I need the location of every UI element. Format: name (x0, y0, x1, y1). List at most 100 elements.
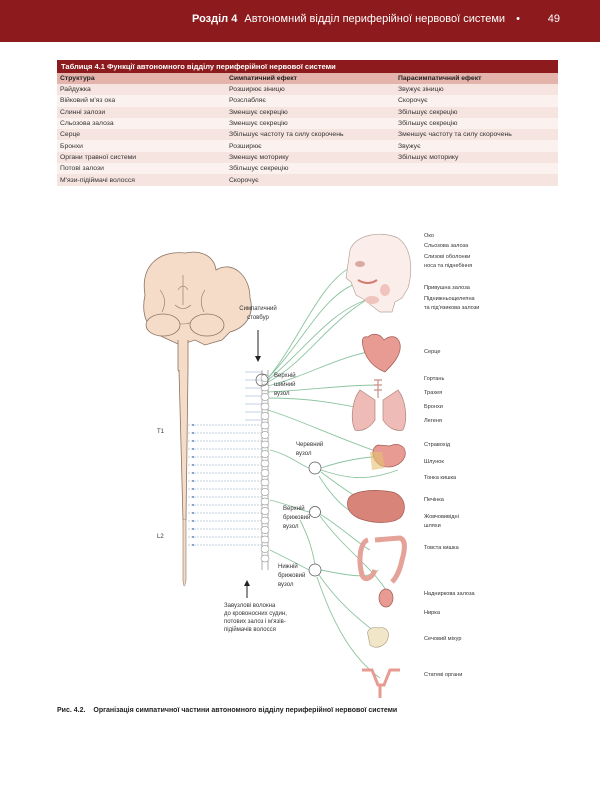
chain-ganglion (260, 507, 270, 515)
postganglionic-label-2: до кровоносних судин, (224, 611, 287, 617)
adrenal-label: Надниркова залоза (424, 591, 476, 597)
lacrimal-label: Сльозова залоза (424, 243, 469, 249)
table-cell: Потові залози (57, 163, 226, 175)
postganglionic-label-3: потових залоз і м'язів- (224, 619, 286, 625)
mucosa-label-1: Слизові оболонки (424, 254, 470, 260)
brain-illustration (143, 251, 252, 587)
table-cell: М'язи-підіймачі волосся (57, 174, 226, 186)
chain-ganglion (260, 450, 270, 458)
table-cell (395, 163, 558, 175)
larynx-label: Гортань (424, 376, 444, 382)
table-cell: Розширює (226, 140, 395, 152)
nerve-fiber (299, 519, 316, 565)
mucosa-label-2: носа та піднебіння (424, 263, 472, 269)
parotid-label: Привушна залоза (424, 285, 471, 291)
table-cell: Збільшує секрецію (226, 163, 395, 175)
organ-illustrations (345, 233, 412, 698)
trachea-illustration (374, 379, 382, 398)
nerve-fiber (269, 549, 310, 571)
table-cell: Розширює зіницю (226, 84, 395, 96)
function-table: Таблиця 4.1 Функції автономного відділу … (57, 60, 558, 186)
heart-label: Серце (424, 349, 441, 355)
column-header: Симпатичний ефект (226, 73, 395, 84)
kidney-illustration (378, 588, 394, 608)
nerve-fiber (269, 449, 310, 469)
page-header: Розділ 4 Автономний відділ периферійної … (0, 0, 600, 42)
table-cell: Збільшує секрецію (395, 117, 558, 130)
bladder-label: Сечовий міхур (424, 635, 462, 642)
chain-ganglion (260, 516, 270, 525)
bladder-illustration (367, 627, 389, 648)
celiac-label-2: вузол (296, 451, 312, 457)
lungs-illustration (351, 389, 407, 431)
root-dot (192, 480, 194, 482)
nerve-fiber (267, 297, 373, 381)
bile-label-1: Жовчовивідні (424, 514, 459, 520)
chain-ganglion (260, 412, 270, 420)
table: Структура Симпатичний ефект Парасимпатич… (57, 73, 558, 186)
nerve-fiber (319, 513, 371, 551)
bullet: • (516, 13, 520, 25)
chain-ganglion (260, 545, 270, 553)
root-dot (192, 504, 194, 506)
sup-mes-label-3: вузол (283, 524, 299, 530)
table-cell: Війковий м'яз ока (57, 95, 226, 107)
table-cell: Райдужка (57, 84, 226, 96)
root-dot (192, 440, 194, 442)
inf-mes-label-3: вузол (278, 582, 294, 588)
nerve-fiber (319, 515, 387, 591)
sympathetic-chain (260, 370, 270, 570)
postganglionic-label-1: Завузлові волокна (224, 603, 276, 609)
kidney-label: Нирка (424, 610, 441, 616)
liver-label: Печінка (424, 497, 445, 503)
small-intestine-label: Тонка кишка (424, 475, 457, 481)
table-cell: Звужує зіницю (395, 84, 558, 96)
liver-illustration (347, 490, 405, 523)
root-dot (192, 464, 194, 466)
nerve-fibers (267, 264, 399, 679)
figure-caption: Рис. 4.2. Організація симпатичної частин… (57, 707, 397, 714)
t1-label: T1 (157, 429, 165, 435)
table-cell: Скорочує (226, 174, 395, 186)
nerve-fiber (267, 281, 363, 379)
column-header: Парасимпатичний ефект (395, 73, 558, 84)
caption-text: Організація симпатичної частини автономн… (93, 707, 398, 714)
eye-label: Око (424, 233, 434, 239)
table-cell: Збільшує частоту та силу скорочень (226, 129, 395, 141)
eye-illustration (355, 261, 365, 267)
table-cell: Зменшує моторику (226, 151, 395, 164)
root-dot (192, 496, 194, 498)
trunk-arrowhead (255, 356, 261, 362)
chapter-label: Розділ 4 (192, 13, 238, 25)
chain-ganglion (260, 488, 270, 496)
bile-label-2: шляхи (424, 523, 441, 529)
cervical-label-3: вузол (274, 391, 290, 397)
root-dot (192, 456, 194, 458)
l2-label: L2 (157, 534, 164, 540)
chain-ganglion (260, 526, 270, 534)
root-dot (192, 424, 194, 426)
lungs-label: Легеня (424, 418, 442, 424)
celiac-label-1: Черевний (296, 441, 323, 448)
postganglionic-label-4: підіймачів волосся (224, 626, 276, 633)
trachea-label: Трахея (424, 390, 442, 396)
table-cell: Зменшує секрецію (226, 106, 395, 118)
spinal-roots (188, 371, 262, 546)
table-cell: Збільшує секрецію (395, 106, 558, 118)
genitals-label: Статеві органи (424, 672, 462, 678)
celiac-ganglion (308, 461, 322, 475)
nerve-fiber (316, 576, 381, 679)
trunk-label-1: Симпатичний (239, 305, 277, 312)
parotid-illustration (380, 284, 390, 296)
nerve-fiber (267, 289, 386, 383)
head-illustration (345, 233, 412, 313)
submandibular-label-1: Піднижньощелепна (424, 296, 476, 302)
nerve-fiber (320, 469, 399, 479)
root-dot (192, 472, 194, 474)
chain-ganglion (260, 459, 270, 468)
